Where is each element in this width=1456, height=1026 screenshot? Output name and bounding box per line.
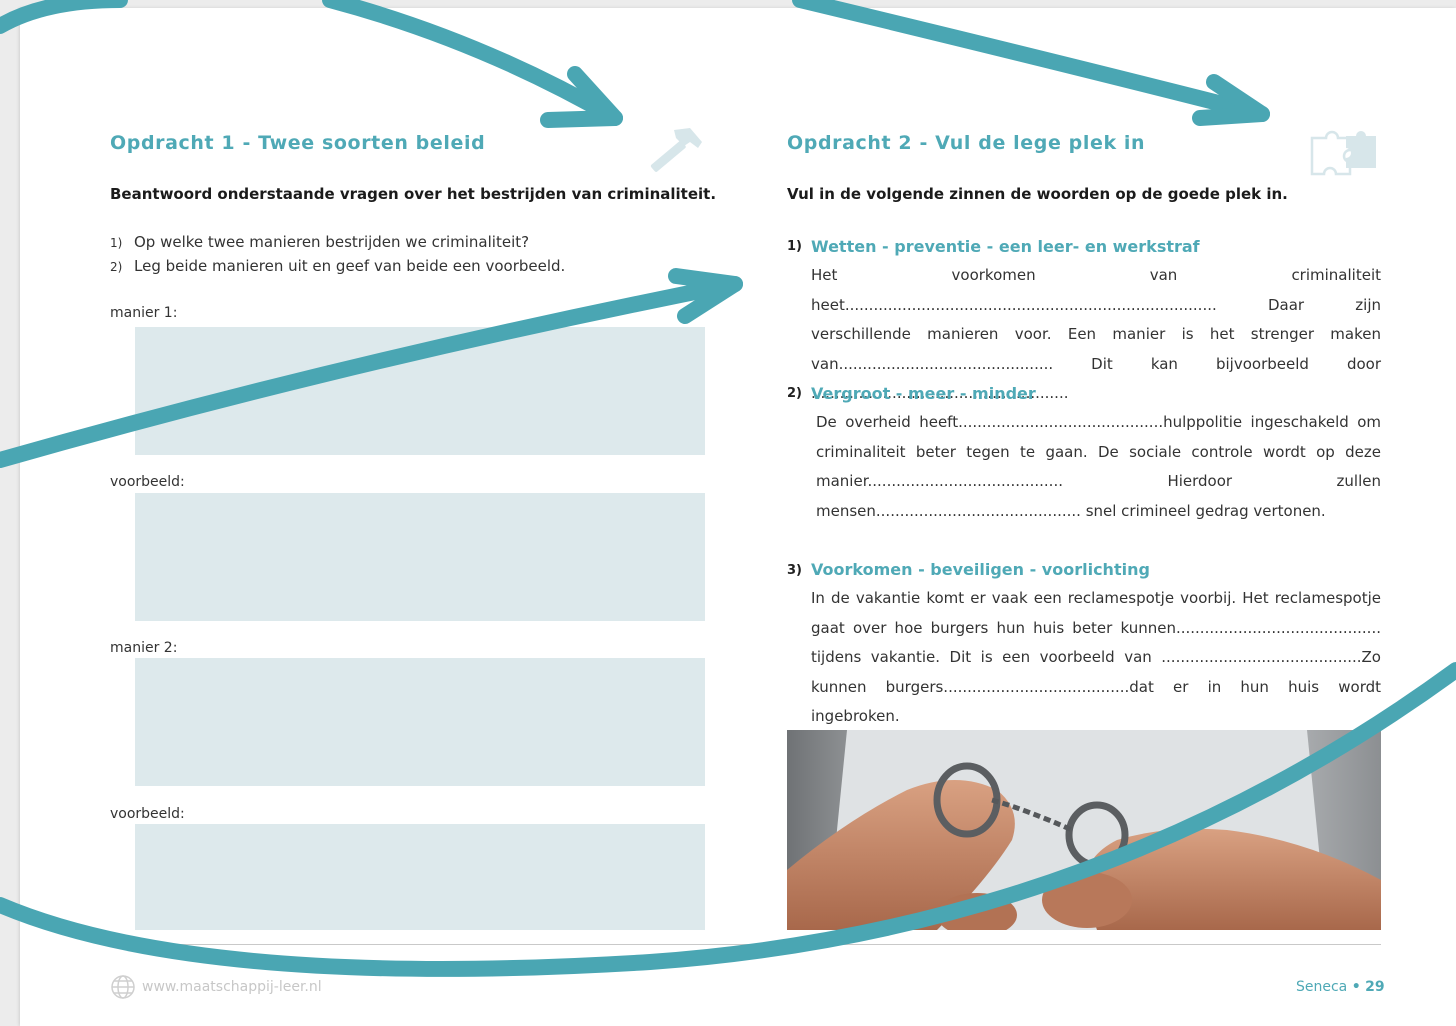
hammer-icon xyxy=(650,128,702,172)
right-intro: Vul in de volgende zinnen de woorden op … xyxy=(787,185,1288,203)
item-title-1: Wetten - preventie - een leer- en werkst… xyxy=(811,237,1200,256)
question-1: 1) Op welke twee manieren bestrijden we c… xyxy=(110,230,529,255)
page-number: 29 xyxy=(1365,979,1385,995)
item-text-2: De overheid heeft.......................… xyxy=(816,413,1381,520)
footer-url[interactable]: www.maatschappij-leer.nl xyxy=(142,979,322,995)
item-number-2: 2) xyxy=(787,386,802,401)
label-voorbeeld-1: voorbeeld: xyxy=(110,474,185,490)
item-title-3: Voorkomen - beveiligen - voorlichting xyxy=(811,560,1150,579)
workbook-page: Opdracht 1 - Twee soorten beleid Beantwo… xyxy=(20,8,1456,1026)
label-manier-2: manier 2: xyxy=(110,640,178,656)
left-intro: Beantwoord onderstaande vragen over het … xyxy=(110,185,717,203)
left-title: Opdracht 1 - Twee soorten beleid xyxy=(110,132,486,154)
item-number-1: 1) xyxy=(787,239,802,254)
item-title-2: Vergroot - meer - minder xyxy=(811,384,1036,403)
handcuffs-photo xyxy=(787,730,1381,930)
footer-divider xyxy=(110,944,1381,945)
answer-box-manier-2[interactable] xyxy=(135,658,705,786)
question-2: 2) Leg beide manieren uit en geef van bei… xyxy=(110,254,565,279)
question-text: Leg beide manieren uit en geef van beide… xyxy=(134,257,566,275)
answer-box-voorbeeld-2[interactable] xyxy=(135,824,705,930)
question-text: Op welke twee manieren bestrijden we cri… xyxy=(134,233,530,251)
answer-box-manier-1[interactable] xyxy=(135,327,705,455)
item-text-3: In de vakantie komt er vaak een reclames… xyxy=(811,589,1381,725)
label-manier-1: manier 1: xyxy=(110,305,178,321)
globe-icon xyxy=(111,975,135,999)
question-number: 1) xyxy=(110,236,123,250)
puzzle-icon xyxy=(1310,130,1376,176)
footer-bullet: • xyxy=(1351,979,1361,995)
item-number-3: 3) xyxy=(787,563,802,578)
label-voorbeeld-2: voorbeeld: xyxy=(110,806,185,822)
question-number: 2) xyxy=(110,260,123,274)
footer-page-info: Seneca • 29 xyxy=(1296,979,1385,995)
footer-brand: Seneca xyxy=(1296,979,1348,995)
answer-box-voorbeeld-1[interactable] xyxy=(135,493,705,621)
right-title: Opdracht 2 - Vul de lege plek in xyxy=(787,132,1146,154)
item-text-1: Het voorkomen van criminaliteit heet....… xyxy=(811,266,1381,402)
